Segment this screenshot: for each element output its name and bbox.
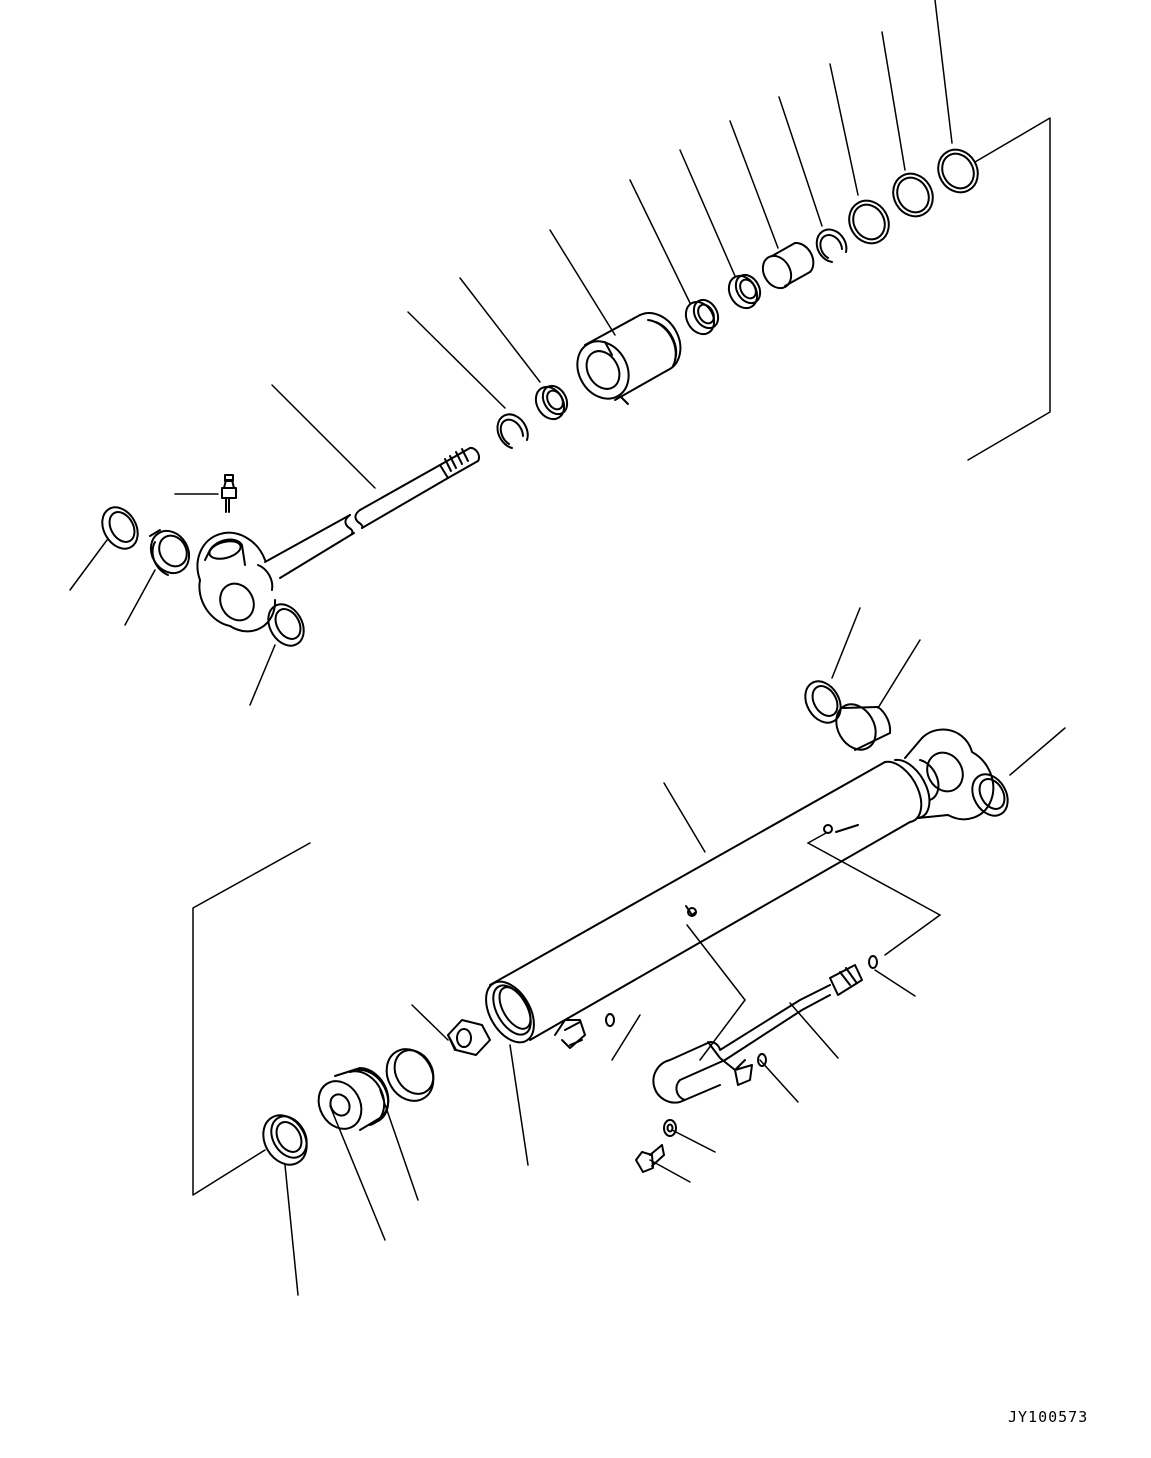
- snap-ring-1: [817, 230, 847, 262]
- piston-rod: [198, 448, 480, 631]
- ring-seal-3: [842, 193, 897, 250]
- dust-seal-tube-1: [798, 675, 848, 729]
- piston: [310, 1068, 388, 1137]
- grease-fitting: [222, 475, 236, 512]
- ring-seal-1: [931, 142, 986, 199]
- dust-seal-left: [95, 501, 145, 555]
- o-ring-2: [869, 956, 877, 968]
- dust-seal-right: [261, 598, 311, 652]
- bracket-lower: [193, 843, 310, 1195]
- bushing-tube: [828, 697, 890, 757]
- leader-lines-upper: [70, 0, 952, 705]
- bushing-left: [143, 524, 196, 580]
- bracket-upper: [968, 118, 1050, 460]
- ring-seal-2: [886, 166, 941, 223]
- detail-leaders: [687, 833, 940, 1060]
- bushing-1: [757, 243, 813, 293]
- o-ring-3: [758, 1054, 766, 1066]
- wear-ring: [377, 1041, 442, 1110]
- snap-ring-2: [498, 414, 528, 448]
- hydraulic-pipe: [653, 965, 862, 1103]
- bolt: [636, 1145, 664, 1172]
- drawing-code: JY100573: [1008, 1408, 1089, 1426]
- cylinder-head: [567, 313, 680, 408]
- seal-3: [680, 296, 723, 340]
- piston-nut: [448, 1020, 490, 1055]
- dust-seal-tube-2: [965, 768, 1015, 822]
- tube-eye: [905, 729, 993, 819]
- cylinder-tube: [476, 760, 929, 1051]
- washer: [664, 1120, 676, 1136]
- leader-lines-lower: [285, 608, 1065, 1295]
- seal-4: [530, 382, 572, 425]
- seal-2: [723, 271, 765, 314]
- o-ring-1: [606, 1014, 614, 1026]
- piston-seal: [255, 1107, 316, 1172]
